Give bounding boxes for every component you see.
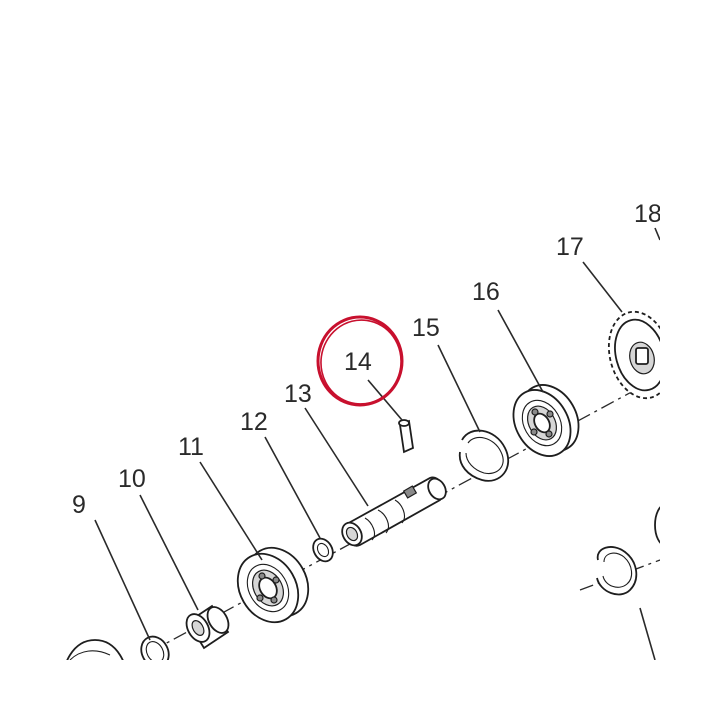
label-9: 9: [72, 491, 86, 519]
part-11-ball-bearing: [236, 546, 310, 624]
label-13: 13: [284, 380, 312, 408]
label-18: 18: [634, 200, 662, 228]
leader-line-17: [582, 261, 623, 313]
leader-line-13: [304, 407, 369, 507]
right-edge-part: [654, 506, 660, 544]
lower-snap-ring: [596, 546, 638, 596]
label-15: 15: [412, 314, 440, 342]
part-10-bushing: [185, 604, 230, 650]
part-12-o-ring: [312, 537, 334, 563]
leader-line-18: [654, 227, 660, 241]
leader-line-9: [94, 519, 151, 641]
center-axis-line: [149, 375, 660, 653]
label-12: 12: [240, 408, 268, 436]
label-17: 17: [556, 233, 584, 261]
leader-line-12: [264, 436, 321, 539]
part-14-pin: [398, 419, 414, 454]
leader-line-16: [497, 309, 544, 393]
label-10: 10: [118, 465, 146, 493]
part-17-gear: [607, 310, 660, 400]
leader-line-15: [437, 344, 481, 433]
leader-line-11: [199, 461, 263, 561]
part-13-shaft: [341, 476, 447, 547]
label-14: 14: [344, 348, 372, 376]
highlight-circle: [316, 315, 404, 407]
leader-line-14: [367, 379, 403, 421]
part-9-retaining-ring: [140, 635, 170, 660]
part-15-snap-ring: [458, 429, 510, 482]
label-16: 16: [472, 278, 500, 306]
leader-line-10: [139, 494, 199, 611]
part-8-housing: [66, 639, 124, 660]
label-11: 11: [178, 433, 204, 461]
part-16-ball-bearing: [512, 384, 580, 457]
leader-line-lower: [639, 607, 656, 660]
